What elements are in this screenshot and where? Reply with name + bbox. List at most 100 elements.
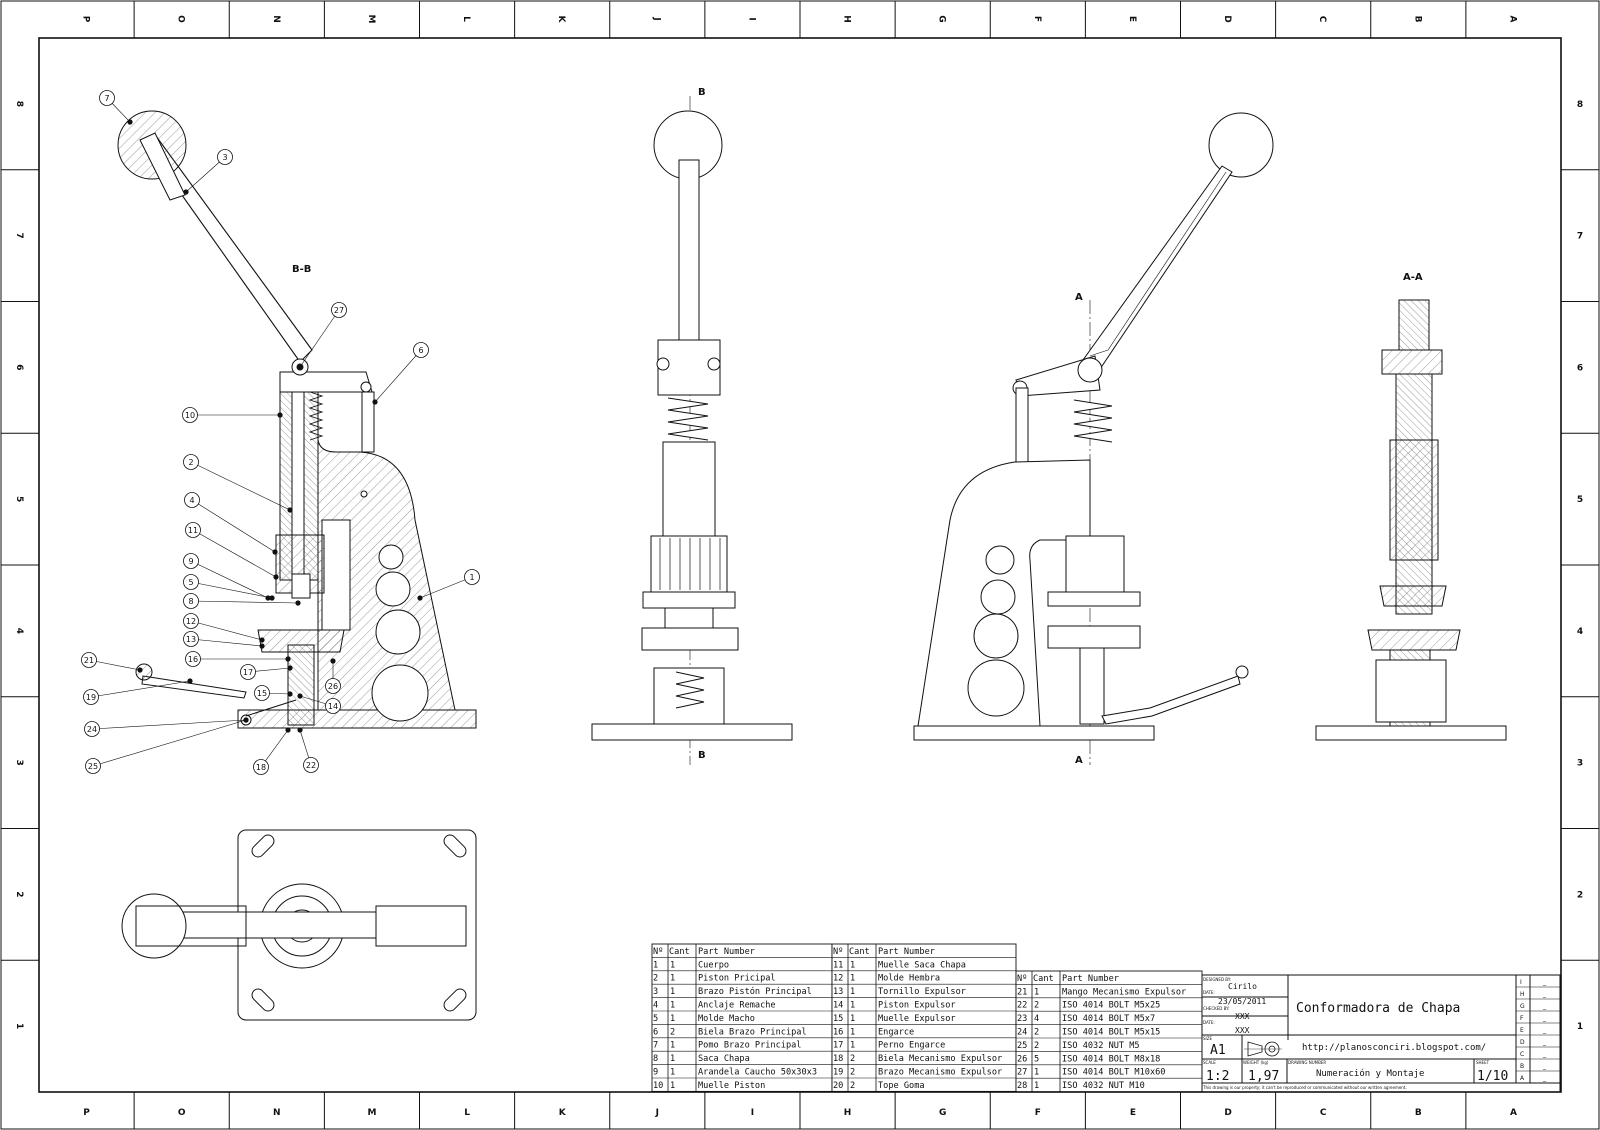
bom-header-qty: Cant — [669, 947, 690, 957]
callout-17: 17 — [240, 664, 293, 680]
bom-no: 12 — [833, 974, 843, 984]
bom-part: Muelle Expulsor — [878, 1014, 956, 1024]
bom-no: 5 — [653, 1014, 658, 1024]
section-view-bb: B-B — [117, 110, 477, 729]
bom-no: 6 — [653, 1027, 658, 1037]
bom-qty: 1 — [670, 974, 675, 984]
svg-text:21: 21 — [84, 656, 94, 665]
bom-qty: 2 — [1034, 1001, 1039, 1011]
bom-no: 8 — [653, 1054, 658, 1064]
bom-header-no: Nº — [1017, 974, 1027, 984]
bom-qty: 1 — [1034, 1068, 1039, 1078]
revision-letter: I — [1520, 979, 1522, 986]
bom-no: 3 — [653, 987, 658, 997]
bom-part: Brazo Pistón Principal — [698, 986, 812, 997]
bom-no: 20 — [833, 1081, 843, 1091]
bom-qty: 1 — [850, 1001, 855, 1011]
revision-letter: A — [1520, 1075, 1525, 1082]
bom-part: Mango Mecanismo Expulsor — [1062, 987, 1186, 997]
bom-no: 26 — [1017, 1054, 1027, 1064]
zone-row-right-8: 8 — [1577, 100, 1583, 110]
svg-text:9: 9 — [188, 557, 193, 566]
bom-no: 15 — [833, 1014, 843, 1024]
zone-col-top-G: G — [937, 15, 947, 22]
callout-4: 4 — [184, 492, 278, 555]
callout-15: 15 — [254, 685, 293, 701]
bom-qty: 1 — [670, 987, 675, 997]
revision-value: _ — [1542, 1015, 1547, 1022]
zone-col-top-C: C — [1317, 16, 1327, 23]
svg-text:24: 24 — [87, 725, 97, 734]
bom-part: ISO 4014 BOLT M5x25 — [1062, 1001, 1160, 1011]
bom-no: 27 — [1017, 1068, 1027, 1078]
callout-24: 24 — [84, 717, 249, 737]
bom-no: 16 — [833, 1027, 843, 1037]
plan-knob — [121, 893, 187, 959]
bom-no: 2 — [653, 974, 658, 984]
bom-no: 17 — [833, 1041, 843, 1051]
revision-letter: H — [1520, 991, 1525, 998]
svg-text:13: 13 — [186, 635, 196, 644]
revision-value: _ — [1542, 991, 1547, 998]
bom-no: 13 — [833, 987, 843, 997]
zone-col-bottom-C: C — [1320, 1108, 1327, 1118]
bom-part: Perno Engarce — [878, 1041, 945, 1051]
scale-label: SCALE — [1203, 1060, 1216, 1065]
zone-row-left-1: 1 — [14, 1023, 24, 1029]
drawing-subtitle: Numeración y Montaje — [1316, 1068, 1424, 1079]
bom-part: ISO 4014 BOLT M8x18 — [1062, 1054, 1160, 1064]
date2-label: DATE: — [1203, 1020, 1215, 1025]
bom-qty: 2 — [670, 1027, 675, 1037]
bom-no: 25 — [1017, 1041, 1027, 1051]
callout-10: 10 — [182, 407, 283, 423]
callout-1: 1 — [417, 569, 480, 601]
bom-part: Arandela Caucho 50x30x3 — [698, 1068, 817, 1078]
zone-col-top-M: M — [366, 15, 376, 24]
cut-b-top: B — [698, 87, 706, 98]
zone-col-bottom-F: F — [1035, 1108, 1041, 1118]
revision-value: _ — [1542, 1027, 1547, 1034]
zone-col-top-K: K — [556, 16, 566, 24]
front-view: B B — [591, 87, 793, 765]
zone-col-bottom-I: I — [751, 1108, 754, 1118]
bom-row: 26 5 ISO 4014 BOLT M8x18 — [1017, 1054, 1160, 1064]
bom-no: 10 — [653, 1081, 663, 1091]
callout-21: 21 — [81, 652, 143, 673]
bom-header-part: Part Number — [1062, 974, 1119, 984]
zone-col-bottom-P: P — [83, 1108, 90, 1118]
bom-qty: 5 — [1034, 1054, 1039, 1064]
zone-row-left-5: 5 — [14, 496, 24, 502]
zone-row-left-6: 6 — [14, 364, 24, 370]
callout-25: 25 — [85, 717, 249, 774]
svg-text:16: 16 — [188, 655, 198, 664]
bom-part: Saca Chapa — [698, 1054, 750, 1064]
ejector-lever — [141, 675, 247, 699]
bom-part: Biela Brazo Principal — [698, 1027, 807, 1037]
zone-col-top-N: N — [271, 15, 281, 23]
bom-header-part: Part Number — [698, 947, 755, 957]
bom-part: ISO 4014 BOLT M5x7 — [1062, 1014, 1155, 1024]
zone-row-right-1: 1 — [1577, 1022, 1583, 1032]
callout-13: 13 — [183, 631, 265, 649]
zone-col-top-A: A — [1507, 16, 1517, 23]
svg-text:1: 1 — [469, 573, 474, 582]
drawing-title: Conformadora de Chapa — [1296, 1001, 1460, 1016]
bom-qty: 1 — [670, 1014, 675, 1024]
zone-col-top-I: I — [746, 17, 756, 20]
side-base — [913, 725, 1155, 741]
zone-row-right-2: 2 — [1577, 890, 1583, 900]
section-aa-label: A-A — [1403, 272, 1423, 283]
revision-letter: E — [1520, 1027, 1524, 1034]
